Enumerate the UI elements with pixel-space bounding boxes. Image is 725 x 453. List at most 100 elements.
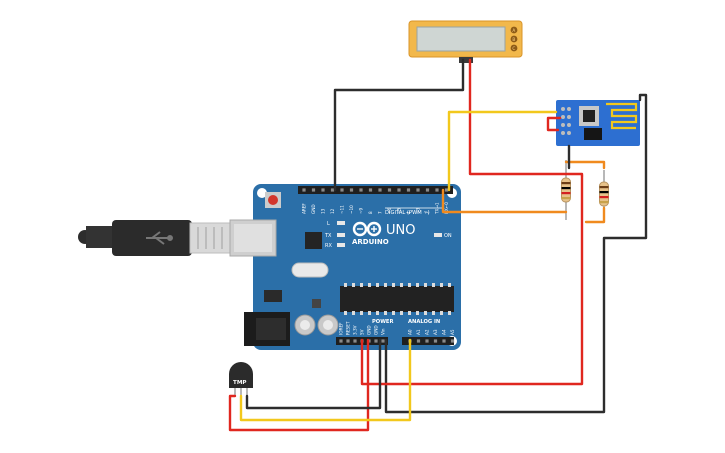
analog-pin-label: A0 — [407, 329, 412, 335]
digital-pin[interactable] — [340, 188, 344, 192]
wire-black-esp-gnd[interactable] — [384, 93, 648, 414]
reset-button-cap[interactable] — [268, 195, 278, 205]
digital-pin[interactable] — [406, 188, 411, 192]
power-pin-label: GND — [366, 325, 371, 335]
digital-pin-label: ~6 — [387, 207, 392, 214]
digital-pin-label: AREF — [301, 203, 306, 214]
power-pin-label: 3.3V — [352, 325, 357, 335]
digital-pin-label: RX←0 — [444, 202, 449, 214]
mounting-hole — [257, 188, 267, 198]
digital-pin[interactable] — [378, 188, 382, 192]
wire-red-tmp-vcc[interactable] — [228, 338, 370, 432]
led-on — [434, 233, 442, 237]
crystal-oscillator — [291, 262, 329, 278]
usb-cable[interactable] — [78, 220, 231, 256]
analog-pin-label: A2 — [424, 329, 429, 335]
chip-pins-top — [344, 283, 451, 287]
power-pin-label: 5V — [359, 329, 364, 335]
digital-pin[interactable] — [368, 188, 373, 192]
analog-pin-label: A4 — [441, 329, 446, 335]
digital-pin[interactable] — [349, 188, 354, 192]
resistor-1[interactable] — [561, 160, 571, 220]
digital-pin[interactable] — [425, 188, 430, 192]
digital-pin[interactable] — [397, 188, 401, 192]
digital-pin-label: 12 — [330, 208, 335, 214]
analog-pin-label: A1 — [416, 329, 421, 335]
wire-yellow-tmp-signal[interactable] — [239, 338, 412, 422]
wire-yellow-tx[interactable] — [447, 110, 558, 192]
analog-pin-label: A5 — [450, 329, 455, 335]
tmp-sensor-body — [229, 362, 253, 388]
digital-pin-label: 7 — [377, 211, 382, 214]
wire-red-esp-vcc[interactable] — [546, 116, 562, 132]
wire-orange-divider-low[interactable] — [584, 206, 606, 224]
digital-pin[interactable] — [387, 188, 392, 192]
resistor-2[interactable] — [599, 170, 609, 222]
esp8266-chip — [583, 110, 595, 122]
power-pin-label: IOREF — [338, 322, 343, 335]
tmp-sensor-label: TMP — [233, 380, 246, 386]
lcd-button-a-label: A — [512, 28, 515, 33]
wire-orange-rx[interactable] — [441, 188, 568, 214]
lcd-button-a[interactable] — [510, 26, 518, 34]
lcd-button-b[interactable] — [510, 35, 518, 43]
power-pin[interactable] — [353, 339, 357, 343]
analog-pin[interactable] — [425, 339, 429, 343]
digital-pin[interactable] — [444, 188, 449, 192]
digital-pin[interactable] — [321, 188, 325, 192]
atmega-chip — [340, 286, 454, 312]
analog-pin[interactable] — [450, 339, 455, 343]
analog-label: ANALOG IN — [408, 319, 440, 325]
digital-pin[interactable] — [302, 188, 306, 192]
wires — [228, 58, 648, 432]
icsp-component — [312, 299, 321, 308]
esp8266-pins — [561, 107, 571, 135]
usb-controller-chip — [305, 232, 322, 249]
digital-pin[interactable] — [435, 188, 439, 192]
digital-pin[interactable] — [311, 188, 316, 192]
arduino-logo-icon — [352, 221, 382, 237]
arduino-model: UNO — [386, 223, 415, 238]
digital-header — [298, 186, 453, 194]
digital-pin-label: ~10 — [349, 205, 354, 214]
digital-pin[interactable] — [330, 188, 335, 192]
analog-pin[interactable] — [442, 339, 446, 343]
digital-header-label: DIGITAL (PWM ~) — [385, 210, 430, 216]
lcd-terminal — [459, 57, 473, 63]
wire-orange-divider[interactable] — [564, 160, 606, 170]
usb-symbol-icon — [146, 231, 173, 245]
digital-pin-label: 8 — [368, 211, 373, 214]
led-tx — [337, 233, 345, 237]
cable-strain-relief — [86, 226, 114, 248]
digital-pin-label: ~3 — [415, 207, 420, 214]
power-pin[interactable] — [374, 339, 378, 343]
digital-pin[interactable] — [416, 188, 420, 192]
digital-pin-label: GND — [311, 204, 316, 214]
voltage-regulator — [264, 290, 282, 302]
led-label-l: L — [327, 221, 330, 227]
wire-black-lcd-gnd[interactable] — [333, 58, 465, 192]
lcd-button-c[interactable] — [510, 44, 518, 52]
tmp-temperature-sensor[interactable]: TMP — [229, 362, 253, 396]
lcd-button-c-label: C — [512, 46, 515, 51]
esp8266-wifi-module[interactable] — [556, 100, 640, 146]
digital-pin-label: 13 — [320, 208, 325, 214]
led-l — [337, 221, 345, 225]
power-pin[interactable] — [339, 339, 343, 343]
wire-red-3v3[interactable] — [360, 174, 584, 386]
analog-pin[interactable] — [433, 339, 438, 343]
power-label: POWER — [372, 319, 393, 325]
esp8266-antenna-icon — [606, 102, 638, 130]
digital-pin[interactable] — [359, 188, 363, 192]
analog-pin[interactable] — [416, 339, 421, 343]
wire-black-tmp-gnd[interactable] — [245, 338, 382, 410]
usb-connector-metal — [189, 222, 231, 254]
esp8266-flash — [584, 128, 602, 140]
power-pin[interactable] — [381, 339, 385, 343]
led-label-tx: TX — [324, 233, 332, 239]
lcd-display[interactable]: A B C — [408, 20, 523, 63]
power-pin[interactable] — [346, 339, 350, 343]
